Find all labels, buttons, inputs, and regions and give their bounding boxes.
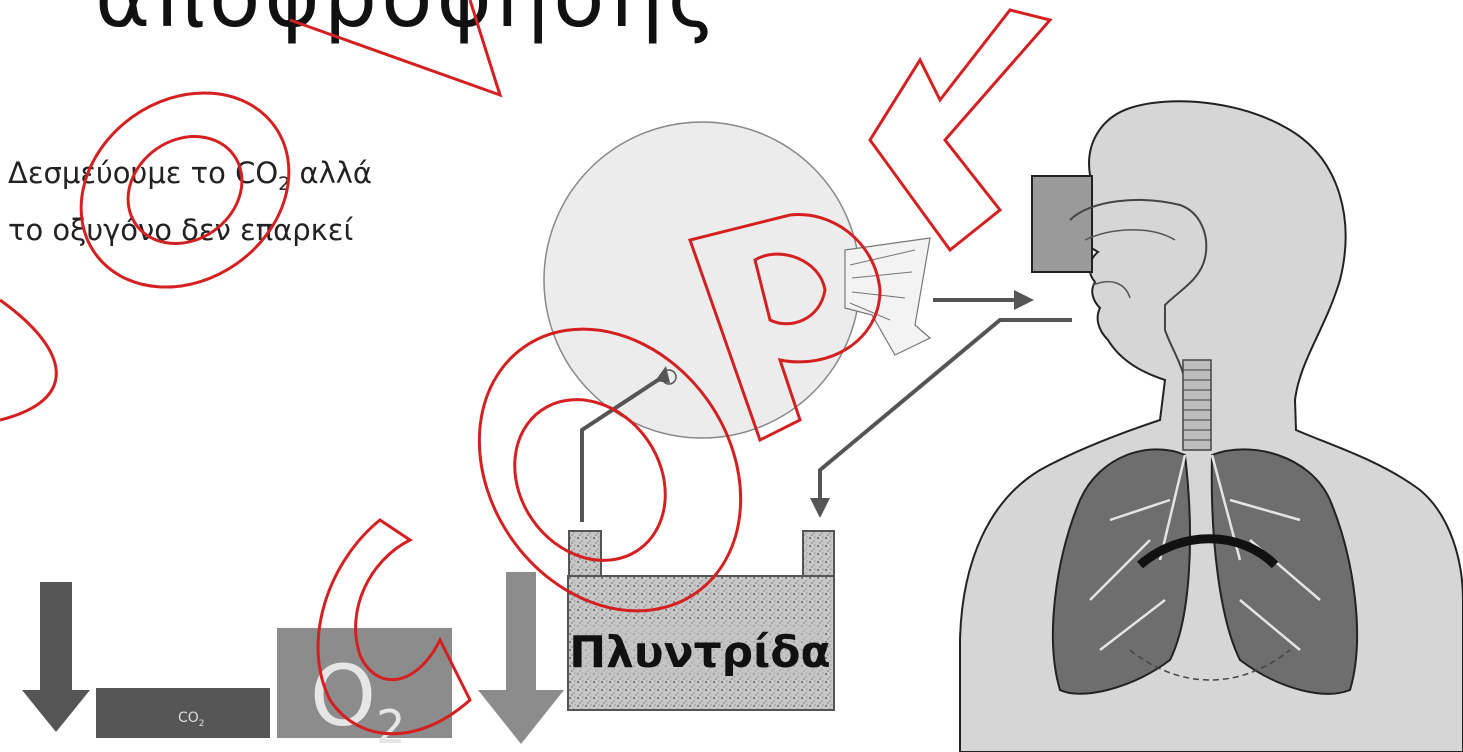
- scrubber-canister: Πλυντρίδα: [568, 531, 834, 710]
- breathing-bag: [544, 122, 930, 438]
- human-silhouette: [960, 101, 1463, 752]
- scrubber-label: Πλυντρίδα: [569, 627, 831, 678]
- face-mask: [1032, 176, 1092, 272]
- down-arrow-icon: [22, 582, 90, 732]
- down-arrow-icon: [478, 572, 564, 744]
- legend-group: CO2 O2: [22, 572, 564, 752]
